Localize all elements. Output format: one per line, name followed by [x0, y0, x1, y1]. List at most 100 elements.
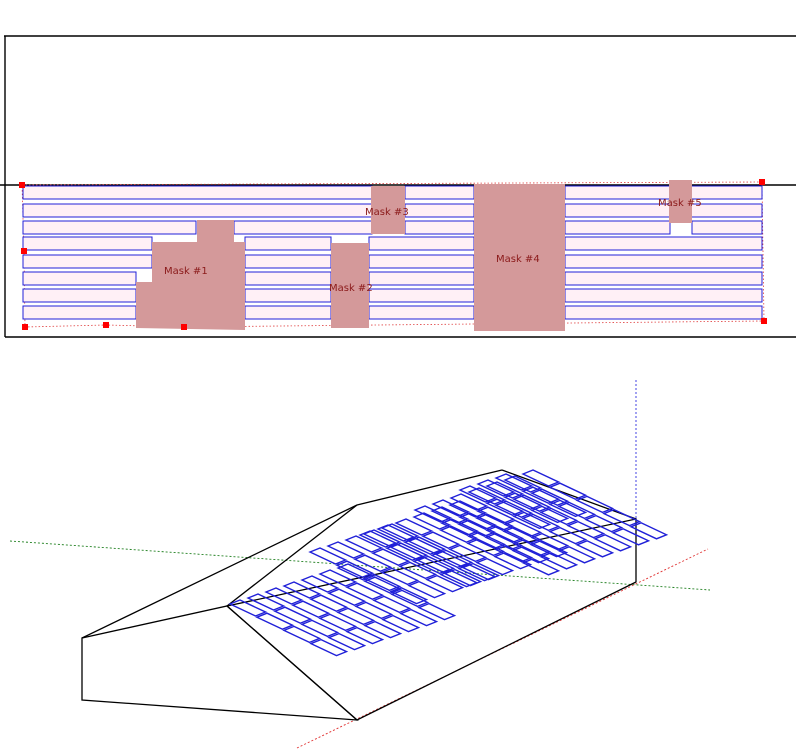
panel-3d — [575, 540, 615, 558]
panel-3d — [412, 556, 452, 575]
iso-view — [9, 380, 711, 749]
panel-3d — [475, 557, 515, 576]
panel-3d — [228, 599, 268, 617]
panel-3d — [458, 512, 498, 530]
vertex-handle[interactable] — [103, 322, 109, 328]
panel-3d — [246, 593, 286, 611]
vertex-handle[interactable] — [22, 324, 28, 330]
panel-3d — [327, 632, 367, 651]
panel-3d — [344, 535, 384, 553]
mask-shape — [136, 220, 245, 330]
panel-3d — [421, 531, 461, 549]
panel-3d — [539, 552, 579, 570]
panel-3d — [493, 551, 533, 570]
panel-3d — [273, 606, 313, 624]
panel-3d — [385, 543, 425, 561]
panel-row — [244, 236, 332, 251]
mask-label: Mask #5 — [658, 198, 702, 209]
panel-3d — [291, 600, 331, 618]
mask-4[interactable]: Mask #4 — [474, 184, 565, 331]
panel-3d — [363, 576, 403, 594]
panel-3d — [503, 519, 543, 538]
panel-3d — [593, 534, 633, 552]
panel-3d — [521, 558, 561, 576]
panel-3d — [494, 544, 534, 563]
panel-3d — [512, 538, 552, 557]
mask-label: Mask #3 — [365, 207, 409, 218]
panel-3d — [439, 525, 479, 543]
panel-array-3d — [228, 469, 669, 657]
panel-row — [22, 185, 373, 200]
vertex-handle[interactable] — [181, 324, 187, 330]
panel-row — [244, 271, 332, 286]
panel-row — [368, 288, 475, 303]
panel-3d — [403, 537, 443, 555]
panel-row — [564, 236, 763, 251]
panel-3d — [413, 505, 453, 523]
panel-3d — [381, 614, 421, 633]
panel-3d — [282, 625, 322, 644]
panel-3d — [430, 550, 470, 569]
vertex-handle[interactable] — [19, 182, 25, 188]
panel-3d — [457, 563, 497, 582]
mask-5[interactable]: Mask #5 — [658, 180, 702, 223]
panel-3d — [398, 561, 438, 580]
panel-row — [404, 220, 475, 235]
panel-3d — [326, 541, 366, 559]
panel-3d — [530, 532, 570, 551]
panel-row — [244, 305, 332, 320]
panel-3d — [440, 518, 480, 536]
panel-row — [368, 271, 475, 286]
panel-3d — [476, 479, 516, 497]
panel-3d — [308, 547, 348, 565]
mask-shape — [474, 184, 565, 331]
mask-3[interactable]: Mask #3 — [365, 186, 409, 234]
panel-3d — [611, 528, 651, 546]
panel-3d — [389, 586, 429, 605]
vertex-handle[interactable] — [759, 179, 765, 185]
panel-3d — [318, 569, 358, 587]
panel-row — [22, 254, 153, 269]
panel-row — [22, 271, 137, 286]
panel-3d — [309, 638, 349, 657]
vertex-handle[interactable] — [761, 318, 767, 324]
roof-ridge — [356, 469, 503, 506]
panel-3d — [335, 560, 375, 578]
panel-3d — [431, 499, 471, 517]
panel-row — [22, 288, 137, 303]
panel-3d — [363, 620, 403, 639]
panel-3d — [300, 619, 340, 638]
mask-label: Mask #1 — [164, 266, 208, 277]
panel-3d — [407, 580, 447, 599]
vertex-handles[interactable] — [19, 179, 767, 330]
panel-3d — [584, 514, 624, 533]
mask-1[interactable]: Mask #1 — [136, 220, 245, 330]
mask-shape — [371, 186, 405, 234]
panel-3d — [629, 522, 669, 540]
panel-row — [404, 185, 475, 200]
roof-right-edge — [501, 469, 637, 520]
panel-row — [404, 203, 475, 218]
panel-3d — [376, 524, 416, 542]
panel-3d — [394, 518, 434, 536]
panel-rows — [22, 185, 763, 320]
panel-3d — [354, 601, 394, 620]
panel-row — [22, 236, 153, 251]
building-model — [81, 469, 637, 721]
vertex-handle[interactable] — [21, 248, 27, 254]
panel-3d — [255, 612, 295, 630]
panel-3d — [358, 530, 398, 548]
panel-3d — [476, 506, 516, 524]
mask-2[interactable]: Mask #2 — [329, 243, 373, 328]
mask-shape — [669, 180, 692, 223]
panel-3d — [467, 531, 507, 550]
panel-3d — [282, 581, 322, 599]
panel-3d — [327, 588, 367, 606]
panel-row — [564, 220, 671, 235]
panel-3d — [371, 548, 411, 566]
panel-3d — [353, 554, 393, 572]
panel-3d — [503, 492, 543, 510]
panel-3d — [548, 526, 588, 545]
panel-row — [564, 254, 763, 269]
panel-row — [22, 305, 137, 320]
